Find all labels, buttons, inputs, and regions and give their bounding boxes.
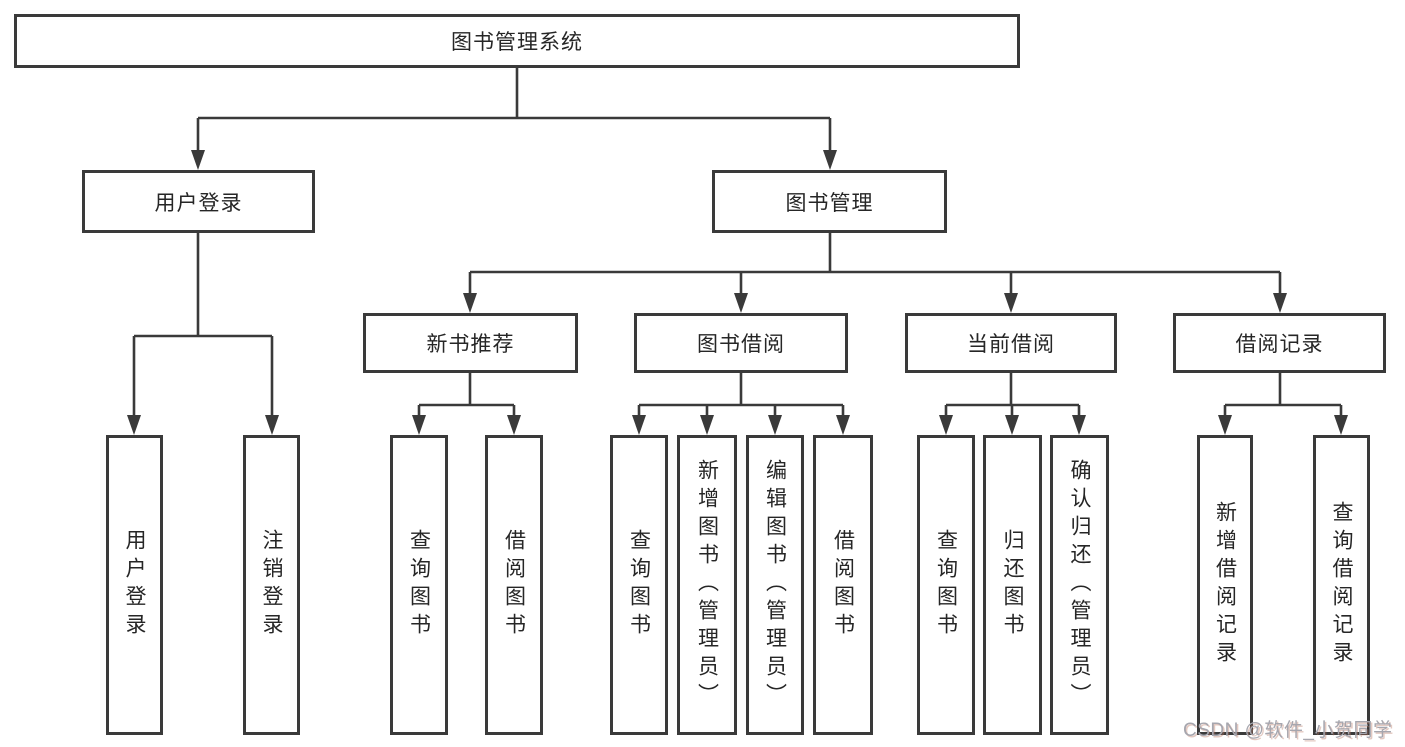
leaf-edit-book-admin: 编辑图书（管理员） [746,435,804,735]
leaf-confirm-return-admin: 确认归还（管理员） [1050,435,1109,735]
connector-new-book-recommend [417,373,516,418]
leaf-logout-label: 注销登录 [260,529,283,641]
leaf-user-login-label: 用户登录 [123,529,146,641]
node-borrow-records: 借阅记录 [1173,313,1386,373]
leaf-borrow-books: 借阅图书 [813,435,873,735]
connector-book-borrow [637,373,845,418]
leaf-query-books-recommend-label: 查询图书 [407,529,431,641]
node-new-book-recommend: 新书推荐 [363,313,578,373]
leaf-add-book-admin: 新增图书（管理员） [677,435,737,735]
leaf-edit-book-admin-label: 编辑图书（管理员） [763,459,787,711]
csdn-watermark: CSDN @软件_小贺同学 [1183,720,1393,741]
connector-borrow-records [1223,373,1343,418]
node-book-management: 图书管理 [712,170,947,233]
leaf-borrow-books-recommend: 借阅图书 [485,435,543,735]
node-current-borrow-label: 当前借阅 [967,333,1055,356]
leaf-confirm-return-admin-label: 确认归还（管理员） [1068,459,1091,711]
leaf-borrow-books-label: 借阅图书 [831,529,855,641]
leaf-add-book-admin-label: 新增图书（管理员） [695,459,719,711]
leaf-query-books-current-label: 查询图书 [934,529,958,641]
node-book-borrow-label: 图书借阅 [697,333,785,356]
node-user-login: 用户登录 [82,170,315,233]
leaf-query-borrow-record: 查询借阅记录 [1313,435,1370,735]
connector-user-login [132,233,274,417]
arrowheads [127,150,1348,435]
connector-book-management [468,233,1282,295]
leaf-add-borrow-record-label: 新增借阅记录 [1213,501,1237,669]
node-book-borrow: 图书借阅 [634,313,848,373]
leaf-query-books-recommend: 查询图书 [390,435,448,735]
node-root-label: 图书管理系统 [451,31,583,54]
leaf-user-login: 用户登录 [106,435,163,735]
node-borrow-records-label: 借阅记录 [1235,333,1324,356]
leaf-query-books-borrow: 查询图书 [610,435,668,735]
leaf-return-book-label: 归还图书 [1001,529,1024,641]
node-current-borrow: 当前借阅 [905,313,1117,373]
node-new-book-recommend-label: 新书推荐 [426,333,515,356]
connector-current-borrow [944,373,1081,418]
leaf-logout: 注销登录 [243,435,300,735]
node-user-login-label: 用户登录 [154,191,243,215]
connector-root [196,68,832,152]
leaf-query-books-borrow-label: 查询图书 [627,529,651,641]
node-root: 图书管理系统 [14,14,1020,68]
leaf-borrow-books-recommend-label: 借阅图书 [502,529,526,641]
leaf-query-borrow-record-label: 查询借阅记录 [1330,501,1353,669]
leaf-add-borrow-record: 新增借阅记录 [1197,435,1253,735]
leaf-query-books-current: 查询图书 [917,435,975,735]
node-book-management-label: 图书管理 [785,191,874,215]
leaf-return-book: 归还图书 [983,435,1042,735]
